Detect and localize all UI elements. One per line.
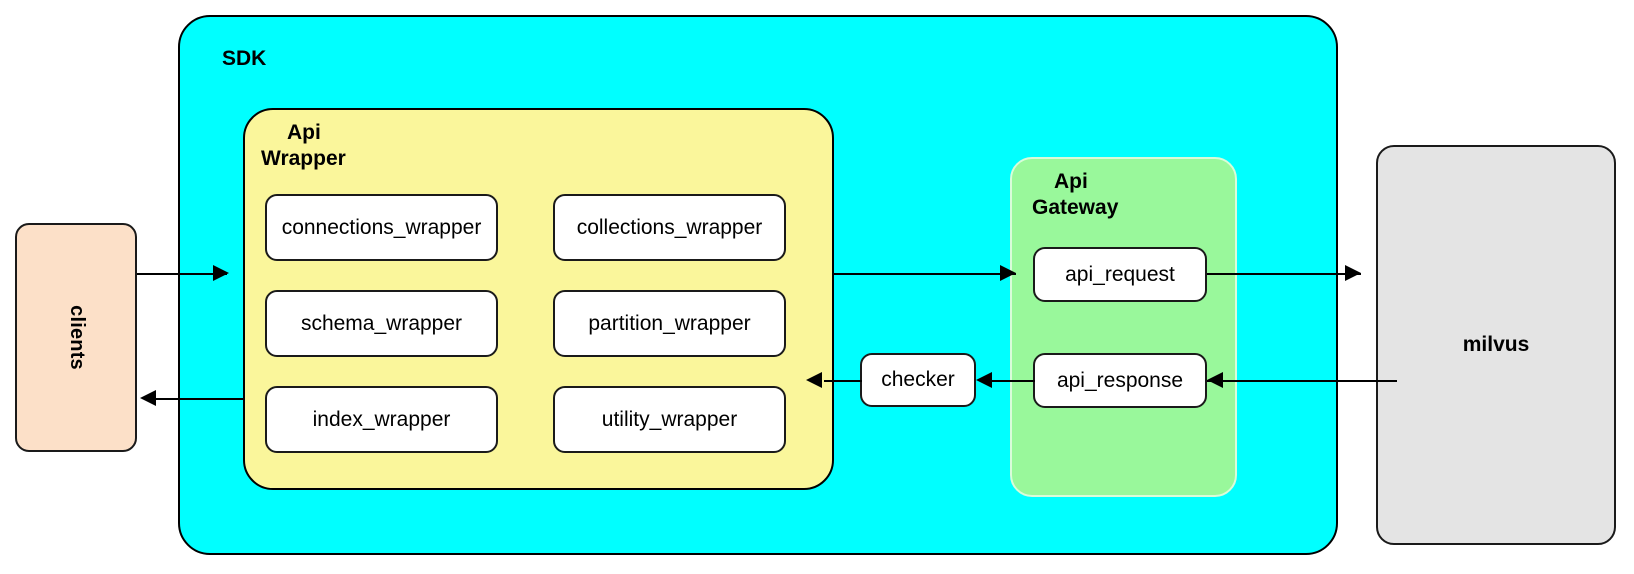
clients-node[interactable]: clients xyxy=(15,223,137,452)
arrowhead-wrapper-to-api-request xyxy=(1000,265,1016,281)
api-wrapper-title-line2: Wrapper xyxy=(261,146,346,170)
arrowhead-api-request-to-milvus xyxy=(1345,265,1361,281)
api-wrapper-title-line1: Api xyxy=(287,121,321,144)
arrow-checker-to-wrapper xyxy=(824,380,862,382)
arrowhead-api-response-to-checker xyxy=(976,372,992,388)
arrow-wrapper-to-api-request xyxy=(834,273,1016,275)
arrow-api-response-to-checker xyxy=(990,380,1035,382)
checker-node[interactable]: checker xyxy=(860,353,976,407)
arrowhead-sdk-to-clients xyxy=(140,390,156,406)
module-api-response[interactable]: api_response xyxy=(1033,353,1207,408)
module-partition-wrapper[interactable]: partition_wrapper xyxy=(553,290,786,357)
sdk-title: SDK xyxy=(222,47,267,70)
arrow-clients-to-sdk xyxy=(137,273,227,275)
module-schema-wrapper[interactable]: schema_wrapper xyxy=(265,290,498,357)
api-gateway-container[interactable]: Api Gateway xyxy=(1010,157,1237,497)
api-gateway-title: Api Gateway xyxy=(1032,169,1174,220)
api-gateway-title-line1: Api xyxy=(1054,170,1088,193)
arrow-api-request-to-milvus xyxy=(1207,273,1361,275)
arrowhead-checker-to-wrapper xyxy=(806,372,822,388)
arrowhead-milvus-to-api-response xyxy=(1207,372,1223,388)
module-collections-wrapper[interactable]: collections_wrapper xyxy=(553,194,786,261)
module-index-wrapper[interactable]: index_wrapper xyxy=(265,386,498,453)
module-api-request[interactable]: api_request xyxy=(1033,247,1207,302)
module-utility-wrapper[interactable]: utility_wrapper xyxy=(553,386,786,453)
api-wrapper-title: Api Wrapper xyxy=(261,120,397,171)
module-connections-wrapper[interactable]: connections_wrapper xyxy=(265,194,498,261)
api-gateway-title-line2: Gateway xyxy=(1032,195,1119,219)
arrow-sdk-to-clients xyxy=(155,398,245,400)
clients-label: clients xyxy=(65,305,88,370)
arrow-milvus-to-api-response xyxy=(1207,380,1397,382)
arrowhead-clients-to-sdk xyxy=(213,265,229,281)
milvus-node[interactable]: milvus xyxy=(1376,145,1616,545)
